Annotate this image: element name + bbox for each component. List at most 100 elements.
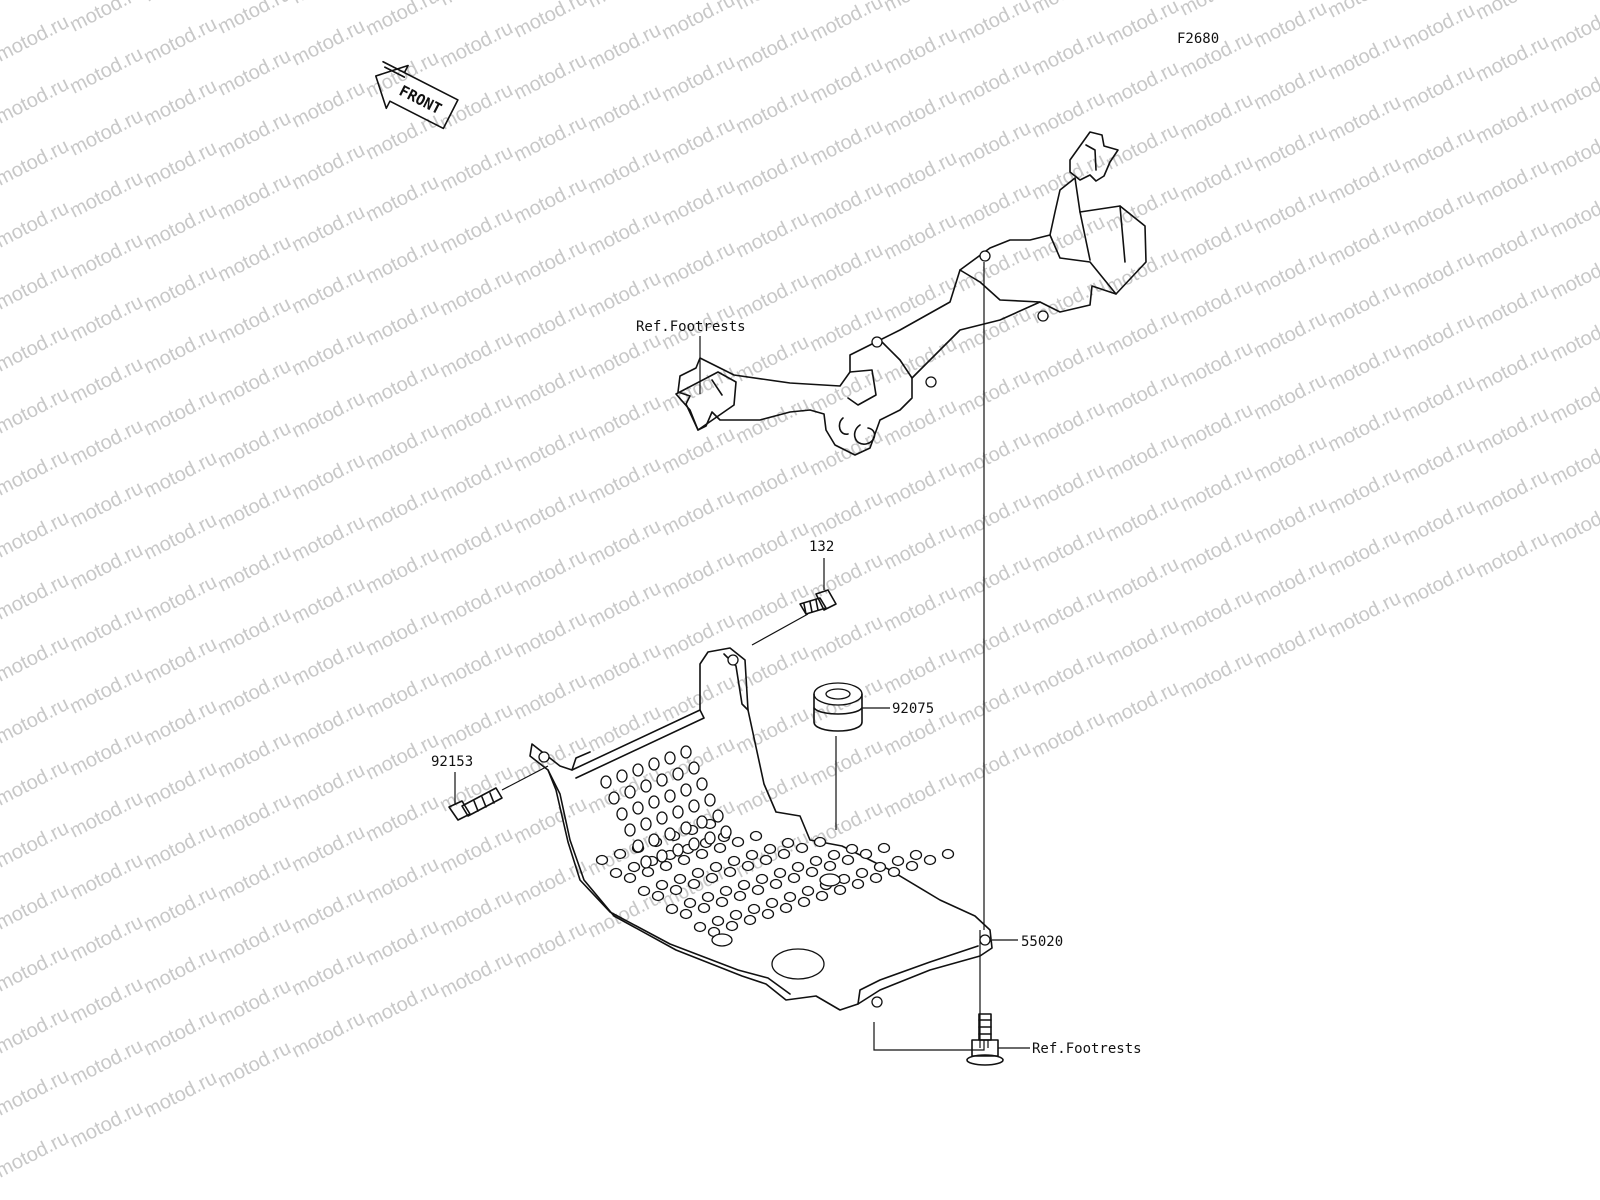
vent-hole — [805, 866, 819, 878]
vent-hole — [729, 909, 743, 921]
vent-hole — [891, 855, 905, 867]
watermark-text: motod.ru — [0, 383, 73, 438]
watermark-text: motod.ru — [436, 637, 516, 692]
watermark-text: motod.ru — [288, 449, 368, 504]
watermark-text: motod.ru — [140, 385, 220, 440]
watermark-text: motod.ru — [1546, 249, 1600, 304]
watermark-text: motod.ru — [288, 1007, 368, 1062]
watermark-text: motod.ru — [806, 487, 886, 542]
vent-hole — [616, 807, 628, 821]
watermark-text: motod.ru — [510, 111, 590, 166]
watermark-text: motod.ru — [1546, 125, 1600, 180]
watermark-text: motod.ru — [510, 483, 590, 538]
watermark-text: motod.ru — [0, 197, 73, 252]
watermark-text: motod.ru — [880, 85, 960, 140]
watermark-text: motod.ru — [140, 137, 220, 192]
bolt-92153 — [448, 787, 503, 821]
watermark-text: motod.ru — [1324, 463, 1404, 518]
watermark-text: motod.ru — [732, 269, 812, 324]
vent-hole — [613, 848, 627, 860]
watermark-text: motod.ru — [0, 1003, 73, 1058]
watermark-text: motod.ru — [584, 143, 664, 198]
watermark-text: motod.ru — [214, 603, 294, 658]
vent-hole — [624, 823, 636, 837]
watermark-text: motod.ru — [880, 643, 960, 698]
vent-hole — [873, 861, 887, 873]
watermark-text: motod.ru — [362, 605, 442, 660]
vent-hole — [869, 872, 883, 884]
watermark-text: motod.ru — [658, 485, 738, 540]
watermark-text: motod.ru — [1102, 367, 1182, 422]
watermark-text: motod.ru — [1472, 0, 1552, 24]
vent-hole — [683, 897, 697, 909]
watermark-text: motod.ru — [66, 725, 146, 780]
watermark-text: motod.ru — [66, 291, 146, 346]
watermark-text: motod.ru — [732, 145, 812, 200]
watermark-text: motod.ru — [66, 1097, 146, 1152]
watermark-text: motod.ru — [880, 23, 960, 78]
watermark-text: motod.ru — [0, 135, 73, 190]
vent-hole — [659, 860, 673, 872]
watermark-text: motod.ru — [880, 767, 960, 822]
watermark-text: motod.ru — [1176, 0, 1256, 20]
watermark-text: motod.ru — [1102, 119, 1182, 174]
watermark-text: motod.ru — [954, 179, 1034, 234]
watermark-text: motod.ru — [1250, 245, 1330, 300]
watermark-text: motod.ru — [510, 793, 590, 848]
vent-hole — [648, 833, 660, 847]
watermark-text: motod.ru — [954, 427, 1034, 482]
watermark-text: motod.ru — [140, 1067, 220, 1122]
watermark-text: motod.ru — [1546, 497, 1600, 552]
vent-hole — [665, 903, 679, 915]
watermark-text: motod.ru — [1250, 431, 1330, 486]
watermark-text: motod.ru — [1324, 91, 1404, 146]
vent-hole — [656, 849, 668, 863]
watermark-text: motod.ru — [1546, 311, 1600, 366]
watermark-text: motod.ru — [806, 301, 886, 356]
watermark-text: motod.ru — [436, 141, 516, 196]
watermark-text: motod.ru — [1176, 213, 1256, 268]
watermark-text: motod.ru — [1472, 279, 1552, 334]
watermark-text: motod.ru — [510, 173, 590, 228]
watermark-text: motod.ru — [214, 913, 294, 968]
watermark-text: motod.ru — [288, 635, 368, 690]
watermark-text: motod.ru — [806, 53, 886, 108]
vent-hole — [688, 837, 700, 851]
watermark-text: motod.ru — [288, 883, 368, 938]
watermark-text: motod.ru — [1028, 25, 1108, 80]
watermark-text: motod.ru — [1250, 307, 1330, 362]
vent-hole — [648, 757, 660, 771]
watermark-text: motod.ru — [510, 297, 590, 352]
watermark-text: motod.ru — [806, 115, 886, 170]
vent-hole — [600, 775, 612, 789]
watermark-text: motod.ru — [140, 0, 220, 6]
watermark-text: motod.ru — [954, 303, 1034, 358]
watermark-text: motod.ru — [658, 0, 738, 44]
watermark-text: motod.ru — [584, 639, 664, 694]
watermark-text: motod.ru — [140, 943, 220, 998]
vent-hole — [664, 827, 676, 841]
watermark-text: motod.ru — [288, 697, 368, 752]
watermark-text: motod.ru — [214, 975, 294, 1030]
watermark-text: motod.ru — [0, 817, 73, 872]
callout-92153: 92153 — [431, 754, 473, 770]
vent-hole — [737, 879, 751, 891]
watermark-text: motod.ru — [732, 331, 812, 386]
watermark-text: motod.ru — [1176, 461, 1256, 516]
callout-55020: 55020 — [1021, 934, 1063, 950]
watermark-text: motod.ru — [288, 15, 368, 70]
watermark-text: motod.ru — [1176, 89, 1256, 144]
watermark-text: motod.ru — [954, 613, 1034, 668]
vent-hole — [787, 872, 801, 884]
watermark-text: motod.ru — [1324, 587, 1404, 642]
vent-hole — [779, 902, 793, 914]
vent-hole — [887, 866, 901, 878]
watermark-text: motod.ru — [658, 51, 738, 106]
watermark-text: motod.ru — [0, 631, 73, 686]
callout-92075: 92075 — [892, 701, 934, 717]
watermark-text: motod.ru — [584, 329, 664, 384]
bottom-bolt — [966, 1013, 1004, 1066]
watermark-text: motod.ru — [1250, 183, 1330, 238]
vent-hole — [595, 854, 609, 866]
watermark-text: motod.ru — [732, 207, 812, 262]
